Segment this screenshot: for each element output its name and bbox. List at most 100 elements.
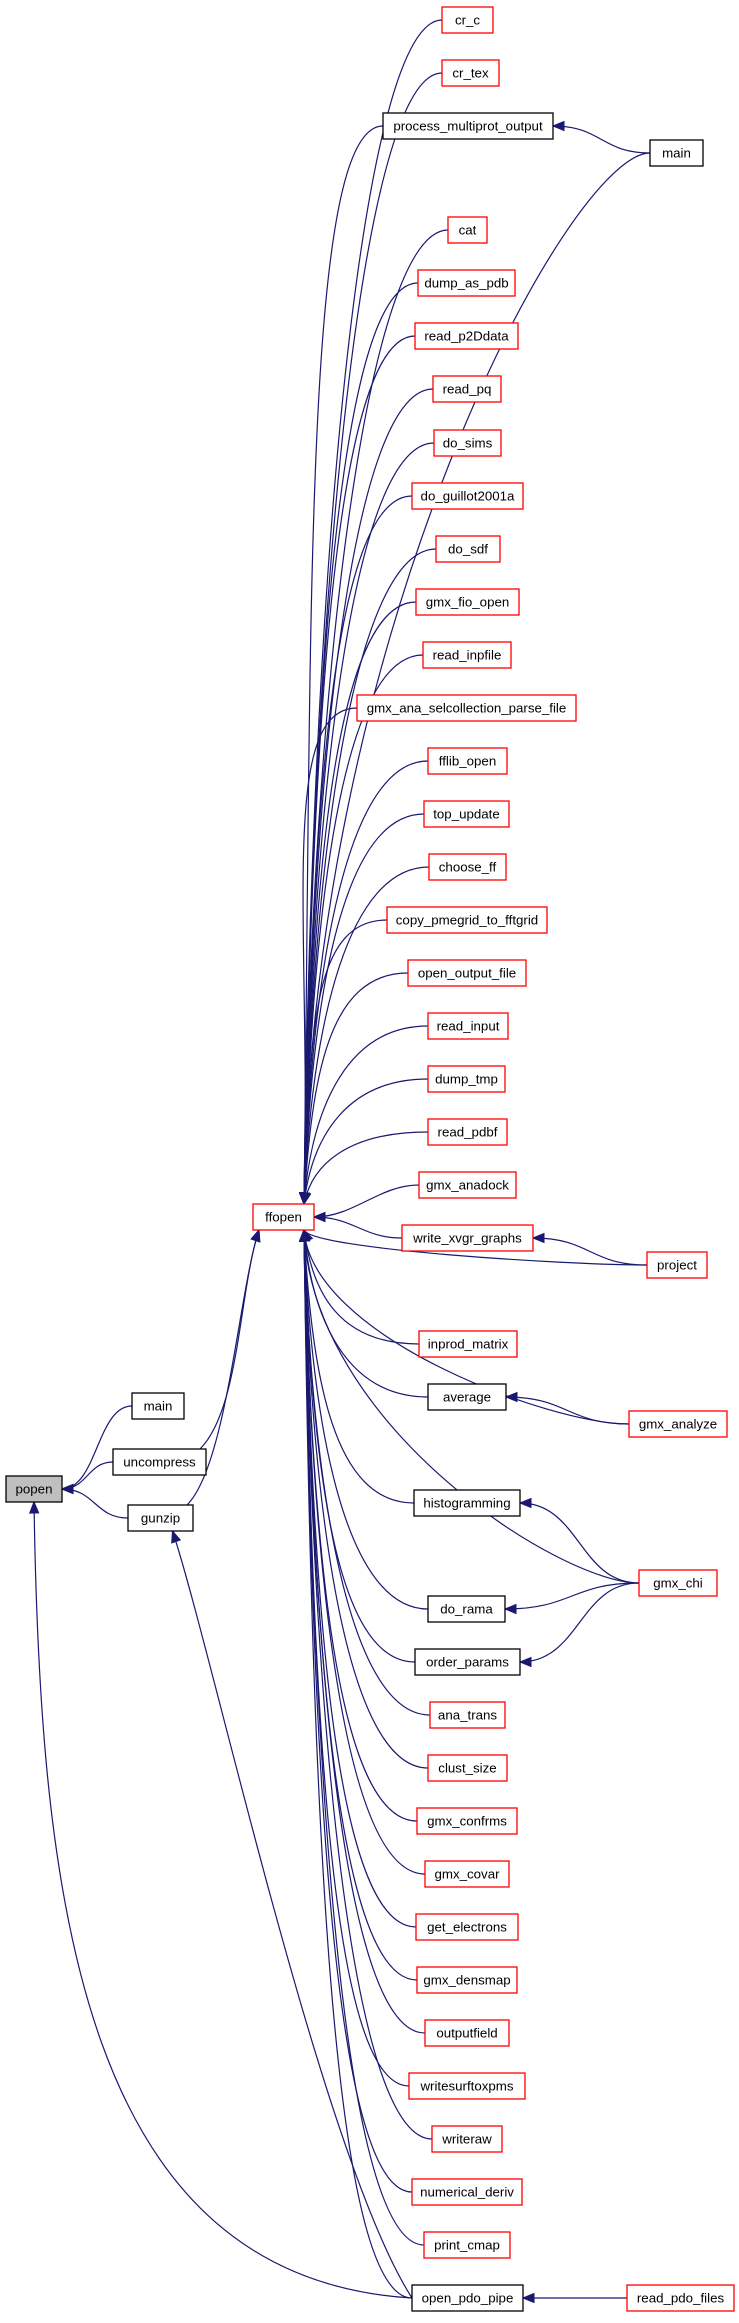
node-writesurftoxpms[interactable]: writesurftoxpms xyxy=(408,2072,526,2100)
node-cat[interactable]: cat xyxy=(447,216,488,244)
node-outputfield[interactable]: outputfield xyxy=(424,2019,510,2047)
node-gmx_chi[interactable]: gmx_chi xyxy=(638,1569,718,1597)
node-box-copy_pmegrid_to_fftgrid[interactable] xyxy=(386,906,548,934)
node-box-gunzip[interactable] xyxy=(127,1504,194,1532)
node-main_r[interactable]: main xyxy=(649,139,704,167)
node-box-do_sdf[interactable] xyxy=(435,535,501,563)
node-open_output_file[interactable]: open_output_file xyxy=(407,959,527,987)
node-box-open_output_file[interactable] xyxy=(407,959,527,987)
node-ffopen[interactable]: ffopen xyxy=(252,1203,315,1231)
node-read_pdo_files[interactable]: read_pdo_files xyxy=(626,2284,735,2312)
node-get_electrons[interactable]: get_electrons xyxy=(415,1913,519,1941)
node-box-choose_ff[interactable] xyxy=(428,853,507,881)
node-box-cr_c[interactable] xyxy=(441,6,494,34)
node-box-do_sims[interactable] xyxy=(433,429,502,457)
node-top_update[interactable]: top_update xyxy=(423,800,510,828)
node-inprod_matrix[interactable]: inprod_matrix xyxy=(418,1330,518,1358)
node-histogramming[interactable]: histogramming xyxy=(413,1489,521,1517)
node-order_params[interactable]: order_params xyxy=(414,1648,521,1676)
node-box-clust_size[interactable] xyxy=(427,1754,508,1782)
node-box-read_pdo_files[interactable] xyxy=(626,2284,735,2312)
node-process_multiprot_output[interactable]: process_multiprot_output xyxy=(382,112,554,140)
node-box-project[interactable] xyxy=(646,1251,708,1279)
node-box-open_pdo_pipe[interactable] xyxy=(411,2284,524,2312)
node-box-do_guillot2001a[interactable] xyxy=(411,482,524,510)
node-ana_trans[interactable]: ana_trans xyxy=(429,1701,506,1729)
node-box-writesurftoxpms[interactable] xyxy=(408,2072,526,2100)
node-do_guillot2001a[interactable]: do_guillot2001a xyxy=(411,482,524,510)
node-box-process_multiprot_output[interactable] xyxy=(382,112,554,140)
node-read_inpfile[interactable]: read_inpfile xyxy=(422,641,512,669)
node-box-gmx_densmap[interactable] xyxy=(416,1966,518,1994)
node-gmx_ana_selcollection_parse_file[interactable]: gmx_ana_selcollection_parse_file xyxy=(356,694,577,722)
node-box-write_xvgr_graphs[interactable] xyxy=(401,1224,534,1252)
node-box-read_pdbf[interactable] xyxy=(427,1118,508,1146)
node-box-main_l[interactable] xyxy=(131,1392,185,1420)
node-do_sims[interactable]: do_sims xyxy=(433,429,502,457)
node-cr_c[interactable]: cr_c xyxy=(441,6,494,34)
node-box-inprod_matrix[interactable] xyxy=(418,1330,518,1358)
node-box-gmx_anadock[interactable] xyxy=(418,1171,517,1199)
node-gmx_fio_open[interactable]: gmx_fio_open xyxy=(415,588,520,616)
node-box-cat[interactable] xyxy=(447,216,488,244)
node-box-outputfield[interactable] xyxy=(424,2019,510,2047)
node-box-gmx_chi[interactable] xyxy=(638,1569,718,1597)
node-gmx_anadock[interactable]: gmx_anadock xyxy=(418,1171,517,1199)
node-box-popen[interactable] xyxy=(5,1475,63,1503)
node-uncompress[interactable]: uncompress xyxy=(112,1448,207,1476)
node-box-dump_tmp[interactable] xyxy=(427,1065,506,1093)
node-box-ana_trans[interactable] xyxy=(429,1701,506,1729)
node-clust_size[interactable]: clust_size xyxy=(427,1754,508,1782)
node-box-cr_tex[interactable] xyxy=(441,59,500,87)
node-write_xvgr_graphs[interactable]: write_xvgr_graphs xyxy=(401,1224,534,1252)
node-print_cmap[interactable]: print_cmap xyxy=(423,2231,511,2259)
node-box-print_cmap[interactable] xyxy=(423,2231,511,2259)
node-gmx_confrms[interactable]: gmx_confrms xyxy=(416,1807,518,1835)
node-read_p2Ddata[interactable]: read_p2Ddata xyxy=(414,322,519,350)
node-box-gmx_covar[interactable] xyxy=(424,1860,510,1888)
node-box-do_rama[interactable] xyxy=(427,1595,506,1623)
node-read_input[interactable]: read_input xyxy=(427,1012,509,1040)
node-box-histogramming[interactable] xyxy=(413,1489,521,1517)
node-box-read_pq[interactable] xyxy=(432,375,502,403)
node-do_sdf[interactable]: do_sdf xyxy=(435,535,501,563)
node-box-top_update[interactable] xyxy=(423,800,510,828)
node-gmx_analyze[interactable]: gmx_analyze xyxy=(628,1410,728,1438)
node-box-order_params[interactable] xyxy=(414,1648,521,1676)
node-gunzip[interactable]: gunzip xyxy=(127,1504,194,1532)
node-box-ffopen[interactable] xyxy=(252,1203,315,1231)
node-open_pdo_pipe[interactable]: open_pdo_pipe xyxy=(411,2284,524,2312)
node-dump_tmp[interactable]: dump_tmp xyxy=(427,1065,506,1093)
node-dump_as_pdb[interactable]: dump_as_pdb xyxy=(417,269,516,297)
node-box-gmx_fio_open[interactable] xyxy=(415,588,520,616)
node-gmx_covar[interactable]: gmx_covar xyxy=(424,1860,510,1888)
node-choose_ff[interactable]: choose_ff xyxy=(428,853,507,881)
node-box-read_input[interactable] xyxy=(427,1012,509,1040)
node-copy_pmegrid_to_fftgrid[interactable]: copy_pmegrid_to_fftgrid xyxy=(386,906,548,934)
node-read_pq[interactable]: read_pq xyxy=(432,375,502,403)
node-box-read_p2Ddata[interactable] xyxy=(414,322,519,350)
node-average[interactable]: average xyxy=(427,1383,507,1411)
node-project[interactable]: project xyxy=(646,1251,708,1279)
node-box-fflib_open[interactable] xyxy=(427,747,508,775)
node-numerical_deriv[interactable]: numerical_deriv xyxy=(411,2178,523,2206)
node-box-numerical_deriv[interactable] xyxy=(411,2178,523,2206)
node-box-gmx_ana_selcollection_parse_file[interactable] xyxy=(356,694,577,722)
node-box-uncompress[interactable] xyxy=(112,1448,207,1476)
node-do_rama[interactable]: do_rama xyxy=(427,1595,506,1623)
node-writeraw[interactable]: writeraw xyxy=(431,2125,503,2153)
node-fflib_open[interactable]: fflib_open xyxy=(427,747,508,775)
node-gmx_densmap[interactable]: gmx_densmap xyxy=(416,1966,518,1994)
node-box-read_inpfile[interactable] xyxy=(422,641,512,669)
node-main_l[interactable]: main xyxy=(131,1392,185,1420)
node-popen[interactable]: popen xyxy=(5,1475,63,1503)
node-read_pdbf[interactable]: read_pdbf xyxy=(427,1118,508,1146)
node-box-main_r[interactable] xyxy=(649,139,704,167)
node-box-get_electrons[interactable] xyxy=(415,1913,519,1941)
node-cr_tex[interactable]: cr_tex xyxy=(441,59,500,87)
node-box-writeraw[interactable] xyxy=(431,2125,503,2153)
node-box-gmx_confrms[interactable] xyxy=(416,1807,518,1835)
node-box-dump_as_pdb[interactable] xyxy=(417,269,516,297)
node-box-gmx_analyze[interactable] xyxy=(628,1410,728,1438)
node-box-average[interactable] xyxy=(427,1383,507,1411)
